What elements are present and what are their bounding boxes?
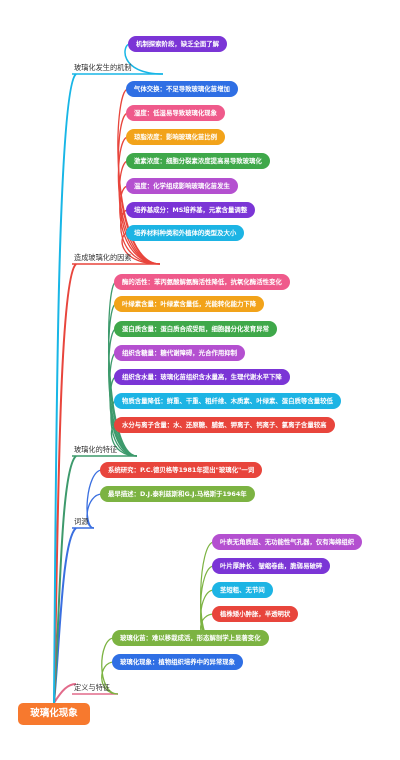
origin-connectors (86, 469, 103, 529)
subitem-plant[interactable]: 植株矮小肿胀，半透明状 (212, 606, 299, 622)
definition-node-phenomenon[interactable]: 玻璃化现象：植物组织培养中的异常现象 (112, 654, 244, 670)
definition-node-glass-seedling[interactable]: 玻璃化苗：难以移栽成活，形态解剖学上显著变化 (112, 630, 269, 646)
root-node[interactable]: 玻璃化现象 (18, 703, 90, 725)
branch-label-definition[interactable]: 定义与特征 (74, 683, 110, 692)
branch-label-origin[interactable]: 词源 (74, 517, 89, 526)
connector-features (53, 455, 77, 704)
subitem-stem[interactable]: 茎短粗、无节间 (212, 582, 273, 598)
factor-connectors (117, 88, 161, 265)
feature-node-substances[interactable]: 物质含量降低：鲜重、干重、粗纤维、木质素、叶绿素、蛋白质等含量较低 (114, 393, 341, 409)
factor-node-material[interactable]: 培养材料种类和外植体的类型及大小 (126, 225, 245, 241)
feature-node-enzyme[interactable]: 酶的活性：苯丙氨酸解氨酶活性降低，抗氧化酶活性变化 (114, 274, 290, 290)
branch-label-factors[interactable]: 造成玻璃化的因素 (74, 253, 132, 262)
subitem-leaf-surface[interactable]: 叶表无角质层、无功能性气孔器，仅有海绵组织 (212, 534, 363, 550)
origin-node-earliest[interactable]: 最早描述：D.J.泰利兹斯和G.J.马格斯于1964年 (100, 486, 255, 502)
factor-node-hormone[interactable]: 激素浓度：细胞分裂素浓度提高易导致玻璃化 (126, 153, 270, 169)
feature-node-water[interactable]: 组织含水量：玻璃化苗组织含水量高，生理代谢水平下降 (114, 369, 290, 385)
mechanism-node-1[interactable]: 机制探索阶段，缺乏全面了解 (128, 36, 228, 52)
feature-node-ions[interactable]: 水分与离子含量：水、还原糖、脯氨、钾离子、钙离子、氯离子含量较高 (114, 417, 335, 433)
feature-connectors (108, 281, 138, 457)
feature-node-protein[interactable]: 蛋白质含量：蛋白质合成受阻，细胞器分化发育异常 (114, 321, 277, 337)
subitem-leaf-thick[interactable]: 叶片厚肿长、皱缩卷曲，脆弱易破碎 (212, 558, 331, 574)
origin-node-systematic[interactable]: 系统研究：P.C.德贝格等1981年提出"玻璃化"一词 (100, 462, 263, 478)
branch-label-features[interactable]: 玻璃化的特征 (74, 445, 118, 454)
factor-node-agar[interactable]: 琼脂浓度：影响玻璃化苗比例 (126, 129, 226, 145)
factor-node-medium[interactable]: 培养基成分：MS培养基，元素含量调整 (126, 202, 256, 218)
factor-node-gas-exchange[interactable]: 气体交换：不足导致玻璃化苗增加 (126, 81, 238, 97)
factor-node-temperature[interactable]: 温度：化学组成影响玻璃化苗发生 (126, 178, 238, 194)
definition-connectors (101, 637, 119, 695)
branch-label-mechanism[interactable]: 玻璃化发生的机制 (74, 63, 132, 72)
connector-definition (53, 683, 77, 704)
feature-node-chlorophyll[interactable]: 叶绿素含量：叶绿素含量低，光能转化能力下降 (114, 296, 265, 312)
connector-mechanism (53, 73, 77, 704)
feature-node-sugar[interactable]: 组织含糖量：糖代谢障碍，光合作用抑制 (114, 345, 246, 361)
factor-node-humidity[interactable]: 湿度：低湿易导致玻璃化现象 (126, 105, 226, 121)
connector-mech-1 (124, 43, 164, 75)
